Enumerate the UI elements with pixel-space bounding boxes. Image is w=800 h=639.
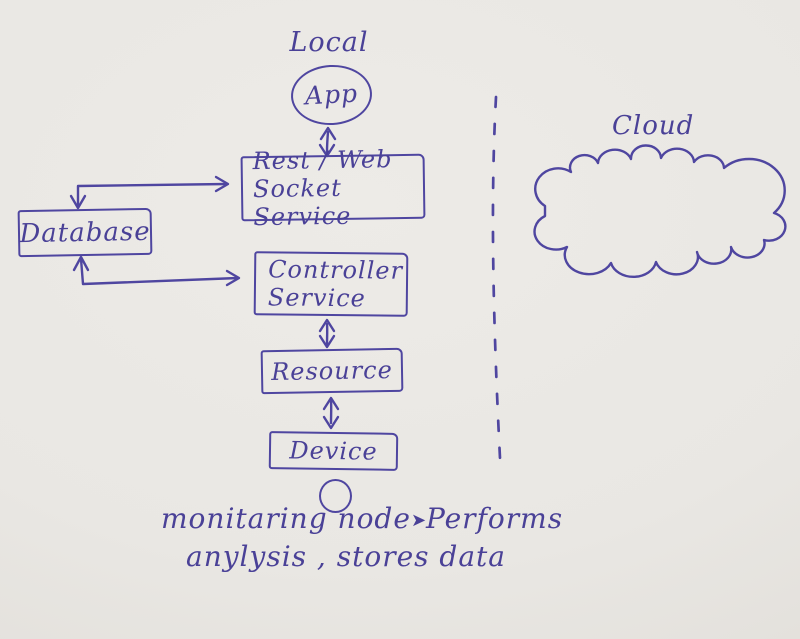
arrow-controller-resource <box>318 318 336 349</box>
local-cloud-separator-dashed-line <box>491 95 502 460</box>
note-line1-right: Performs <box>426 502 564 535</box>
rest-node-label-line2: Socket Service <box>252 173 352 231</box>
database-node: Database <box>17 207 153 258</box>
rest-web-socket-service-node: Rest / Web Socket Service <box>240 145 426 231</box>
arrow-database-controller <box>72 255 241 287</box>
cloud-section-label: Cloud <box>612 111 695 141</box>
note-line1-left: monitaring node <box>161 502 411 535</box>
rest-node-label-line1: Rest / Web <box>252 144 393 175</box>
app-node-label: App <box>304 78 359 111</box>
controller-node-label-line1: Controller <box>268 255 404 285</box>
app-node: App <box>289 62 374 128</box>
controller-service-node: Controller Service <box>253 251 409 317</box>
database-node-label: Database <box>19 216 151 249</box>
resource-node: Resource <box>260 347 404 395</box>
controller-node-label-line2: Service <box>267 283 366 313</box>
device-node: Device <box>268 431 399 471</box>
resource-node-label: Resource <box>270 355 394 387</box>
note-small-arrow-icon: ➤ <box>410 510 427 531</box>
device-node-label: Device <box>289 436 378 466</box>
note-line2: anylysis , stores data <box>186 540 506 573</box>
arrow-database-rest <box>69 175 230 210</box>
monitoring-node-circle <box>319 479 352 513</box>
local-section-label: Local <box>289 27 369 58</box>
cloud-shape <box>533 144 787 278</box>
note-line1: monitaring node➤Performs <box>161 502 564 535</box>
arrow-resource-device <box>322 396 340 430</box>
